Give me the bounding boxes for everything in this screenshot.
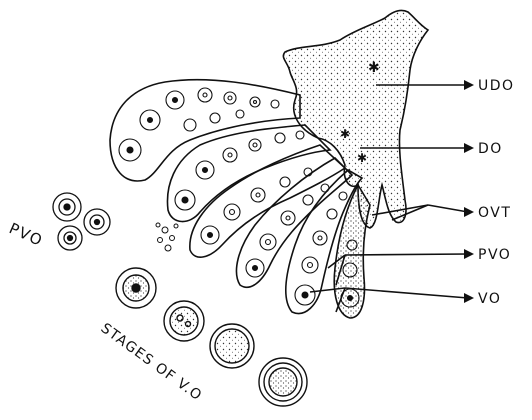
label-left-pvo: PVO — [6, 219, 46, 250]
early-oocyte-cluster — [156, 223, 178, 251]
label-udo: UDO — [478, 78, 515, 94]
svg-text:✱: ✱ — [340, 127, 350, 141]
label-pvo: PVO — [478, 247, 511, 263]
svg-text:✱: ✱ — [357, 151, 367, 165]
pvo-leader-b — [345, 254, 468, 255]
vo-stages — [116, 268, 307, 406]
svg-text:✱: ✱ — [368, 60, 380, 76]
label-ovt: OVT — [478, 205, 511, 221]
pvo-oocytes — [53, 193, 110, 250]
label-vo: VO — [478, 291, 501, 307]
ovt-leader-c — [428, 205, 468, 212]
label-do: DO — [478, 141, 503, 157]
arrowheads — [464, 80, 474, 303]
